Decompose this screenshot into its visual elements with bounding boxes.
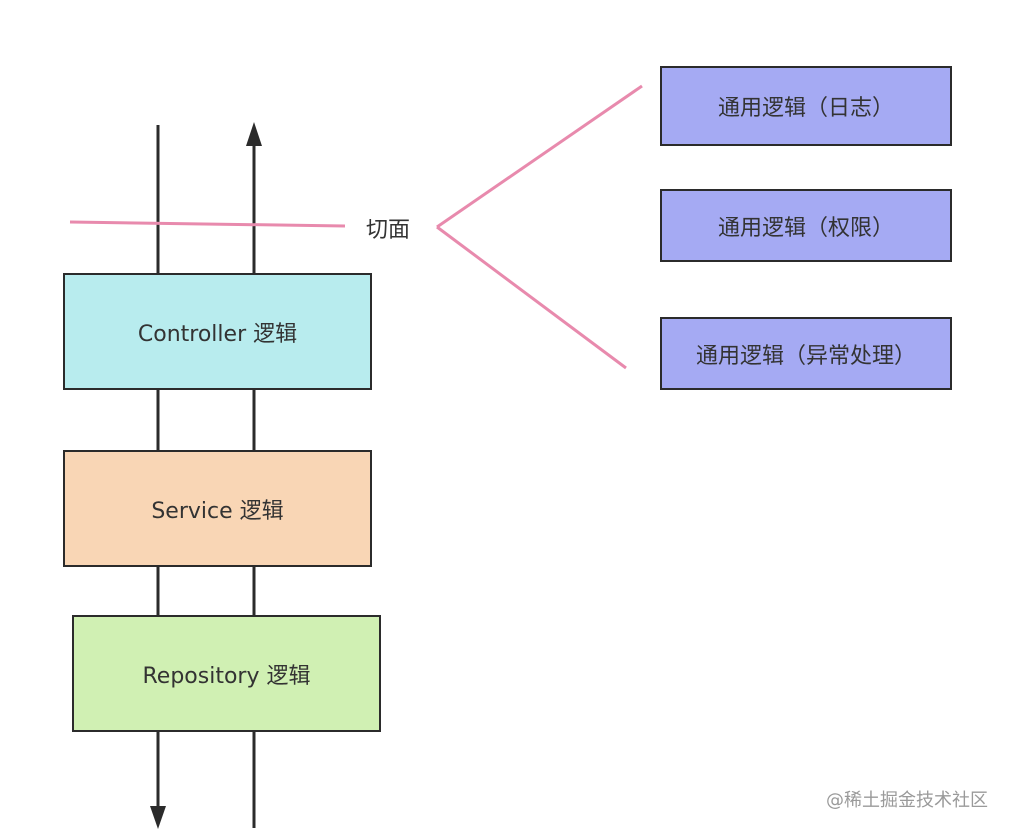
aspect-logging-label: 通用逻辑（日志） bbox=[717, 96, 894, 121]
watermark-text: @稀土掘金技术社区 bbox=[826, 790, 988, 811]
down-arrow-icon bbox=[150, 806, 166, 829]
aspect-permission-label: 通用逻辑（权限） bbox=[717, 215, 894, 241]
service-layer-label: Service 逻辑 bbox=[151, 498, 284, 524]
aspect-permission-box: 通用逻辑（权限） bbox=[660, 189, 952, 262]
repository-layer-box: Repository 逻辑 bbox=[72, 615, 381, 732]
controller-layer-label: Controller 逻辑 bbox=[137, 321, 298, 347]
aspect-exception-label: 通用逻辑（异常处理） bbox=[695, 343, 916, 369]
cut-plane-label: 切面 bbox=[366, 218, 411, 243]
repository-layer-label: Repository 逻辑 bbox=[142, 663, 311, 689]
controller-layer-box: Controller 逻辑 bbox=[63, 273, 372, 390]
fan-line-lower bbox=[436, 225, 627, 370]
service-layer-box: Service 逻辑 bbox=[63, 450, 372, 567]
fan-line-upper bbox=[436, 84, 643, 229]
aspect-logging-box: 通用逻辑（日志） bbox=[660, 66, 952, 146]
cut-plane-line bbox=[69, 220, 346, 228]
aspect-exception-box: 通用逻辑（异常处理） bbox=[660, 317, 952, 390]
up-arrow-icon bbox=[246, 122, 262, 146]
